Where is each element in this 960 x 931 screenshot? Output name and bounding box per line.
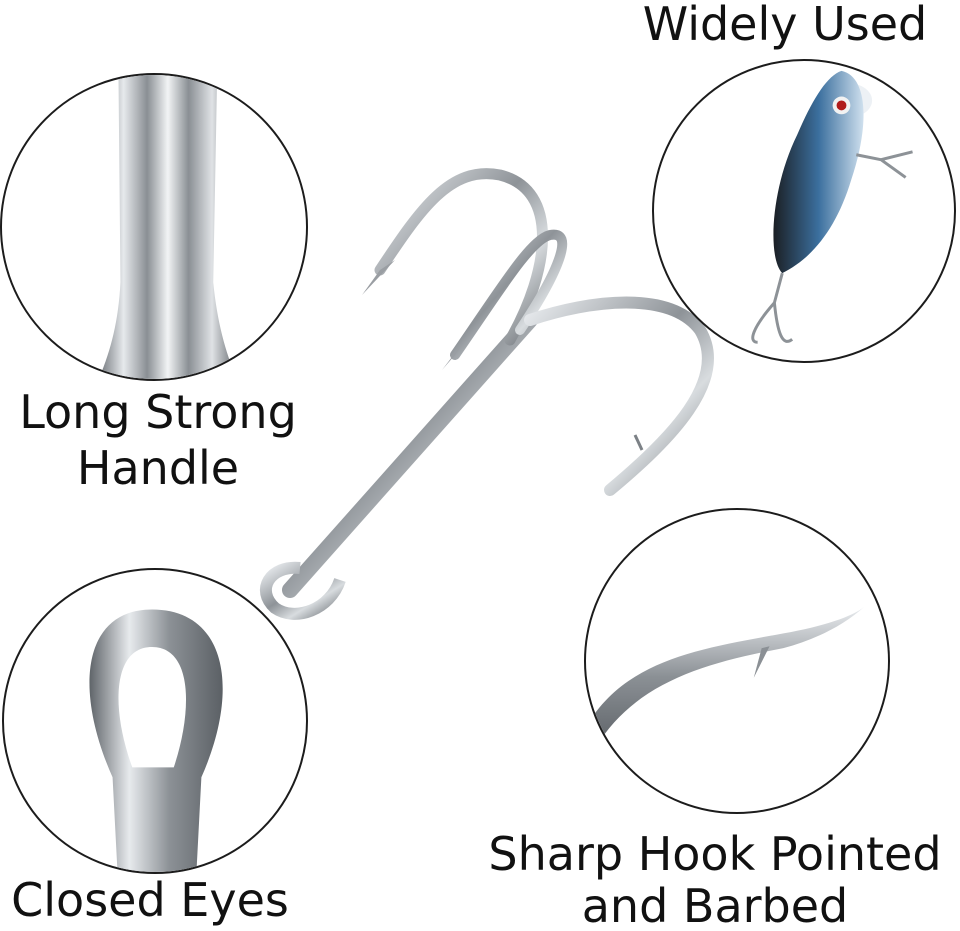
lure-usage-circle (652, 59, 956, 363)
treble-hook-illustration (259, 168, 714, 620)
handle-label-line1: Long Strong (19, 385, 297, 439)
sharp-hook-label: Sharp Hook Pointed and Barbed (470, 828, 960, 931)
sharp-point-closeup-circle (584, 508, 890, 814)
handle-label-line2: Handle (76, 441, 240, 495)
widely-used-label: Widely Used (642, 0, 928, 51)
long-strong-handle-label: Long Strong Handle (0, 384, 316, 496)
closed-eye-closeup-circle (2, 568, 308, 874)
closed-eye-image (89, 609, 223, 872)
sharp-label-line1: Sharp Hook Pointed (488, 827, 942, 881)
closed-eyes-label: Closed Eyes (11, 873, 289, 927)
hook-point-image (586, 606, 865, 747)
handle-closeup-circle (0, 73, 308, 381)
sharp-label-line2: and Barbed (581, 879, 849, 931)
handle-closeup-image (98, 75, 237, 379)
fishing-lure-image (751, 70, 913, 344)
